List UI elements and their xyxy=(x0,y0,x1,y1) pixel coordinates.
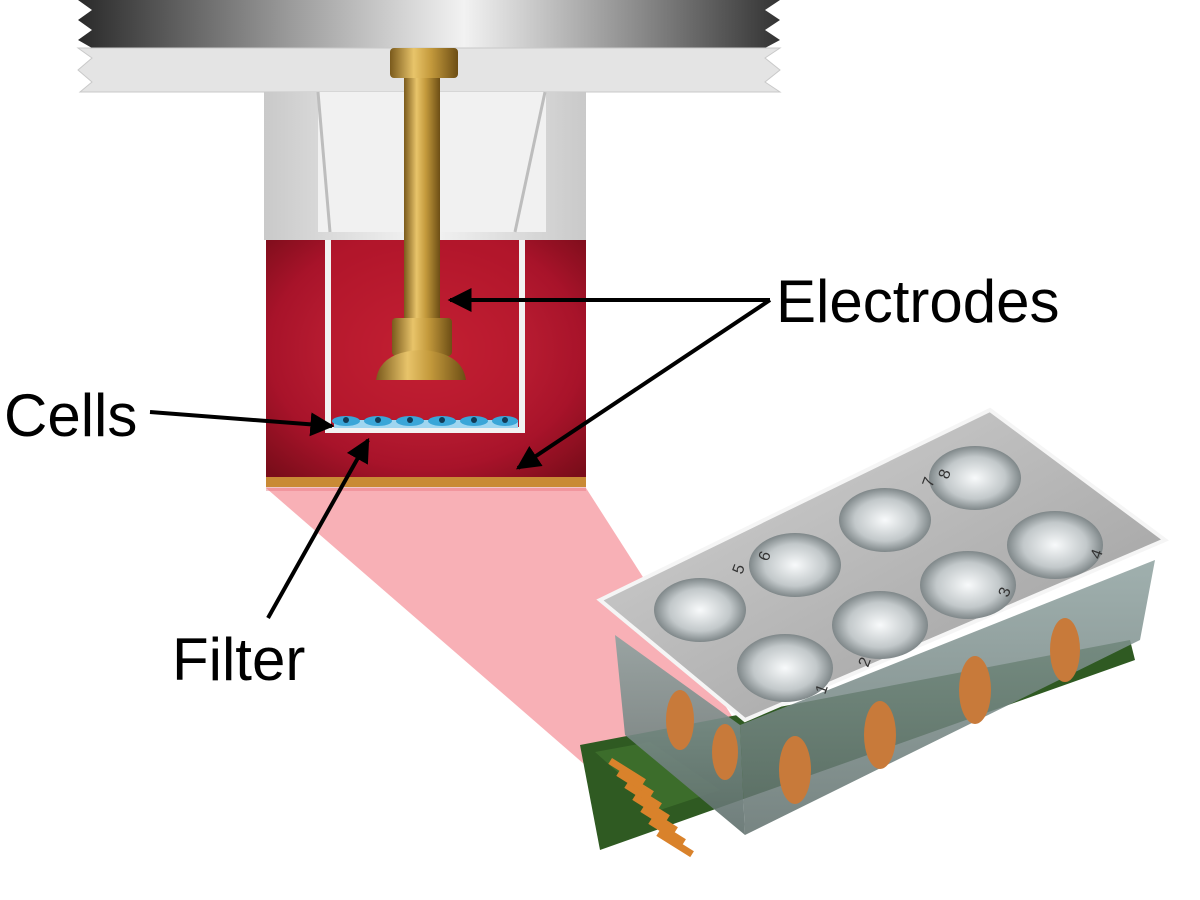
contact-pads xyxy=(608,758,694,858)
electrodes-label: Electrodes xyxy=(776,268,1060,335)
cell-layer xyxy=(332,416,518,428)
filter-arrow xyxy=(266,437,370,619)
bottom-electrode-plate xyxy=(266,477,586,487)
filter-label: Filter xyxy=(172,626,306,693)
electrode-array-chip: 1 2 3 4 5 6 7 8 xyxy=(580,407,1169,858)
cell-culture-insert xyxy=(264,91,586,240)
electrode-arrow-lower xyxy=(516,298,772,470)
upper-electrode xyxy=(376,48,466,380)
wells xyxy=(654,446,1103,702)
cells-label: Cells xyxy=(4,382,138,449)
well-electrodes-side xyxy=(666,618,1080,804)
cells-arrow xyxy=(149,410,335,437)
annotation-arrows xyxy=(149,288,772,619)
